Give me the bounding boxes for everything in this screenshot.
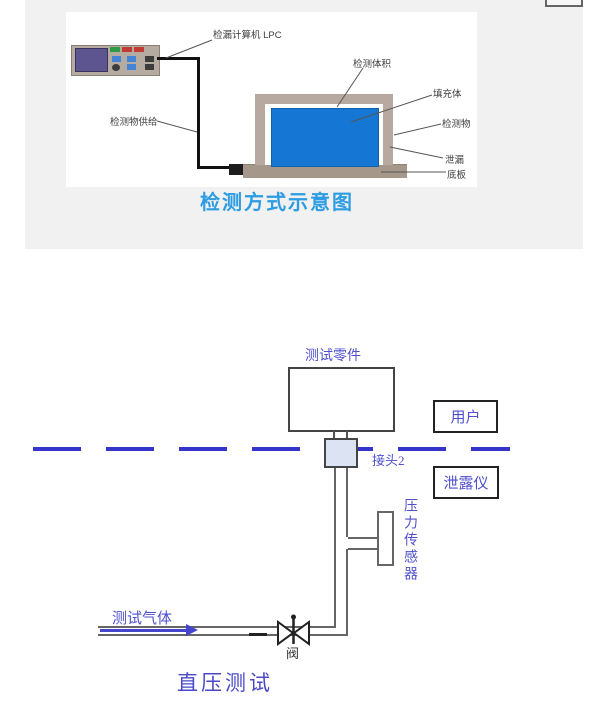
device-button-red [134, 47, 144, 52]
device-button-blue [127, 64, 136, 70]
chamber-frame-top [255, 94, 393, 104]
cropped-corner-box [545, 0, 583, 7]
bottom-pipe-top-line [98, 626, 335, 628]
label-test-gas: 测试气体 [112, 611, 173, 627]
valve-icon [277, 614, 310, 646]
device-button-dark [145, 56, 154, 62]
label-specimen: 检测物 [442, 119, 471, 130]
label-base-plate: 底板 [447, 170, 467, 181]
chamber-frame-right [383, 94, 393, 165]
label-specimen-supply: 检测物供给 [110, 117, 158, 128]
label-filler-body: 填充体 [433, 89, 462, 100]
label-user: 用户 [450, 410, 481, 426]
chamber-frame-left [255, 94, 265, 165]
device-button-red [122, 47, 132, 52]
device-button-blue [112, 56, 121, 62]
top-diagram-title: 检测方式示意图 [200, 192, 354, 214]
pressure-sensor-body [377, 511, 394, 566]
cable-connector [229, 164, 244, 175]
chamber-test-volume [271, 108, 379, 167]
cable-segment [197, 57, 200, 169]
device-screen [75, 48, 108, 72]
boundary-dashed-line [33, 447, 510, 451]
label-leak: 泄漏 [445, 155, 465, 166]
user-box: 用户 [433, 400, 498, 433]
label-connector-2: 接头2 [372, 453, 405, 468]
label-leak-computer: 检漏计算机 LPC [213, 30, 282, 41]
label-pressure-sensor: 压力传感器 [402, 498, 417, 583]
test-part-box [288, 367, 395, 432]
device-button-green [110, 47, 120, 52]
gas-flow-arrow-head [186, 624, 198, 636]
leak-meter-box: 泄露仪 [433, 466, 499, 499]
part-neck-line [333, 431, 335, 439]
pipe-tick-mark [249, 633, 267, 636]
cable-segment [157, 57, 200, 60]
bottom-pipe-bottom-line [98, 634, 347, 636]
label-leak-meter: 泄露仪 [443, 476, 489, 492]
part-neck-line [346, 431, 348, 439]
device-button-dark [145, 64, 154, 70]
vertical-pipe-right-line [346, 549, 348, 636]
vertical-pipe-left-line [334, 468, 336, 628]
sensor-branch-line [348, 537, 378, 539]
device-button-blue [127, 56, 136, 62]
gas-flow-arrow-shaft [100, 629, 186, 632]
bottom-diagram-title: 直压测试 [177, 671, 273, 695]
label-detection-volume: 检测体积 [353, 59, 392, 70]
vertical-pipe-right-line [346, 468, 348, 537]
label-test-part: 测试零件 [305, 349, 361, 364]
label-valve: 阀 [286, 646, 300, 661]
cable-segment [197, 166, 232, 169]
sensor-branch-line [348, 548, 378, 550]
connector-2-box [324, 438, 358, 468]
device-knob [112, 64, 120, 71]
